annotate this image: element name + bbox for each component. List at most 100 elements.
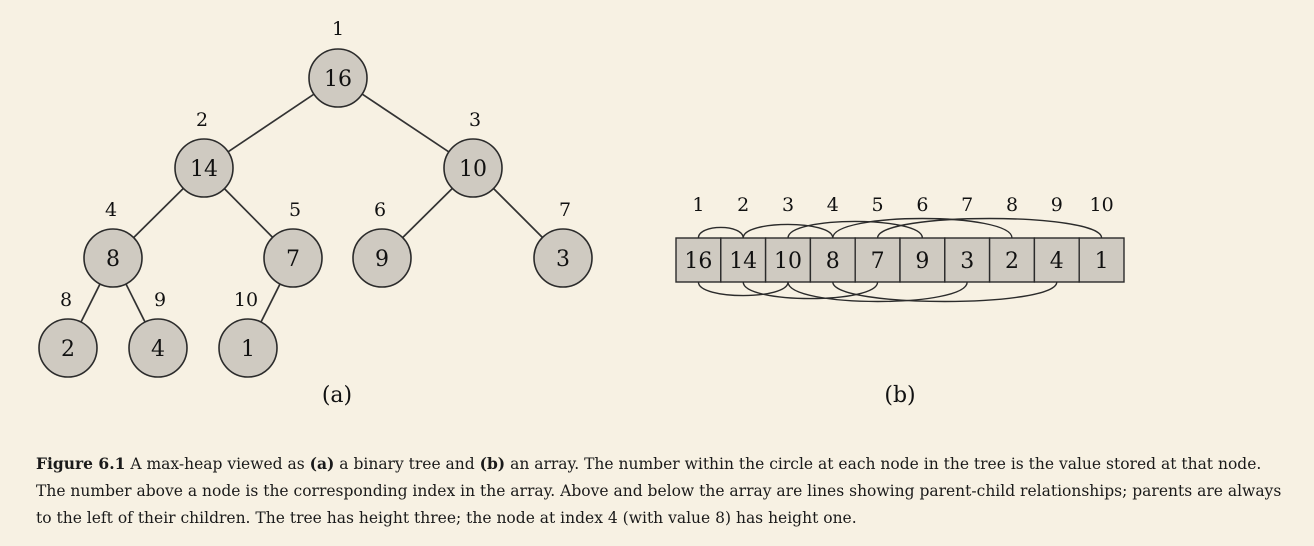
array-cell-box bbox=[720, 237, 767, 283]
array-cell-box bbox=[899, 237, 946, 283]
tree-node: 84 bbox=[83, 199, 143, 288]
array-cell-value: 14 bbox=[729, 249, 757, 274]
tree-node: 75 bbox=[263, 199, 323, 288]
array-cell-value: 2 bbox=[1005, 249, 1019, 274]
array-cell: 10 bbox=[764, 237, 812, 283]
array-index-label: 4 bbox=[827, 194, 839, 216]
array-cell-box bbox=[944, 237, 991, 283]
tree-node-circle bbox=[263, 228, 323, 288]
tree-node: 16 1 bbox=[308, 18, 368, 108]
array-arc-left-child bbox=[742, 223, 834, 239]
tree-node-circle bbox=[174, 138, 234, 198]
array-cell-value: 7 bbox=[871, 249, 885, 274]
array-index-label: 2 bbox=[737, 194, 749, 216]
tree-node-index: 3 bbox=[469, 109, 481, 131]
tree-edge bbox=[260, 283, 281, 323]
caption-part-b: (b) bbox=[479, 454, 506, 473]
tree-node-value: 8 bbox=[106, 247, 120, 272]
tree-node-value: 16 bbox=[324, 67, 352, 92]
caption-text-1: A max-heap viewed as bbox=[125, 455, 310, 473]
array-cell-value: 10 bbox=[774, 249, 802, 274]
caption-figure-label: Figure 6.1 bbox=[36, 454, 126, 473]
tree-node-index: 2 bbox=[196, 109, 208, 131]
figure-caption: Figure 6.1 A max-heap viewed as (a) a bi… bbox=[36, 450, 1286, 532]
array-arc-left-child bbox=[697, 226, 744, 239]
tree-edge bbox=[133, 187, 184, 239]
array-cell-box bbox=[675, 237, 722, 283]
tree-node-circle bbox=[38, 318, 98, 378]
array-cell: 2 bbox=[988, 237, 1036, 283]
tree-edge bbox=[125, 283, 146, 323]
array-cell: 14 bbox=[720, 237, 767, 283]
tree-node-circle bbox=[533, 228, 593, 288]
tree-node-index: 10 bbox=[234, 289, 258, 311]
array-cell: 16 bbox=[675, 237, 722, 283]
array-cell-value: 1 bbox=[1095, 249, 1109, 274]
array-arc-left-child bbox=[787, 220, 924, 239]
tree-node-index: 5 bbox=[289, 199, 301, 221]
array-arc-right-child bbox=[832, 281, 1058, 303]
tree-edge bbox=[223, 188, 274, 238]
array-cell-value: 3 bbox=[960, 249, 974, 274]
tree-node-index: 9 bbox=[154, 289, 166, 311]
tree-node-index: 8 bbox=[60, 289, 72, 311]
array-sublabel: (b) bbox=[884, 383, 915, 408]
caption-text-2: a binary tree and bbox=[334, 455, 480, 473]
array-cell-value: 9 bbox=[915, 249, 929, 274]
tree-node: 49 bbox=[128, 289, 188, 378]
caption-part-a: (a) bbox=[309, 454, 335, 473]
array-index-label: 7 bbox=[961, 194, 973, 216]
array-cell: 9 bbox=[899, 237, 946, 283]
array-cell-value: 4 bbox=[1050, 249, 1064, 274]
array-cell: 7 bbox=[854, 237, 901, 283]
array-cell: 1 bbox=[1078, 237, 1125, 283]
tree-node-circle bbox=[443, 138, 503, 198]
tree-node: 14 2 bbox=[174, 109, 234, 198]
tree-node-index: 1 bbox=[332, 18, 344, 40]
array-index-label: 10 bbox=[1090, 194, 1114, 216]
caption-text-3: an array. The number within the circle a… bbox=[36, 455, 1282, 527]
tree-node-value: 14 bbox=[190, 157, 218, 182]
array-cell-box bbox=[988, 237, 1036, 283]
tree-node-index: 4 bbox=[105, 199, 117, 221]
tree-sublabel: (a) bbox=[322, 383, 352, 408]
tree-node-value: 2 bbox=[61, 337, 75, 362]
tree-edge bbox=[361, 93, 450, 153]
tree-edge bbox=[227, 93, 315, 153]
array-arcs bbox=[697, 217, 1103, 303]
array-arc-left-child bbox=[876, 217, 1103, 239]
tree-node: 96 bbox=[352, 199, 412, 288]
array-arc-right-child bbox=[742, 281, 879, 300]
tree-node: 10 3 bbox=[443, 109, 503, 198]
tree-node: 110 bbox=[218, 289, 278, 378]
tree-node-value: 10 bbox=[459, 157, 487, 182]
tree-edges bbox=[80, 93, 544, 323]
tree-node-circle bbox=[218, 318, 278, 378]
tree-node-index: 6 bbox=[374, 199, 386, 221]
tree-node-circle bbox=[352, 228, 412, 288]
array-cell-value: 8 bbox=[826, 249, 840, 274]
tree-node-value: 7 bbox=[286, 247, 300, 272]
array-arc-right-child bbox=[697, 281, 789, 297]
array-cell-box bbox=[809, 237, 856, 283]
tree-node-circle bbox=[83, 228, 143, 288]
tree-edge bbox=[402, 187, 453, 239]
array-cell: 8 bbox=[809, 237, 856, 283]
array-cell-box bbox=[1078, 237, 1125, 283]
array-index-label: 3 bbox=[782, 194, 794, 216]
array-index-label: 1 bbox=[692, 194, 704, 216]
array-arc-right-child bbox=[787, 281, 968, 303]
array-cell-value: 16 bbox=[684, 249, 712, 274]
array-cell-box bbox=[1033, 237, 1080, 283]
array-cell: 3 bbox=[944, 237, 991, 283]
tree-edge bbox=[80, 283, 101, 323]
array-index-label: 6 bbox=[916, 194, 928, 216]
array-index-label: 9 bbox=[1051, 194, 1063, 216]
array-index-label: 5 bbox=[872, 194, 884, 216]
tree-node-value: 4 bbox=[151, 337, 165, 362]
array-cell: 4 bbox=[1033, 237, 1080, 283]
